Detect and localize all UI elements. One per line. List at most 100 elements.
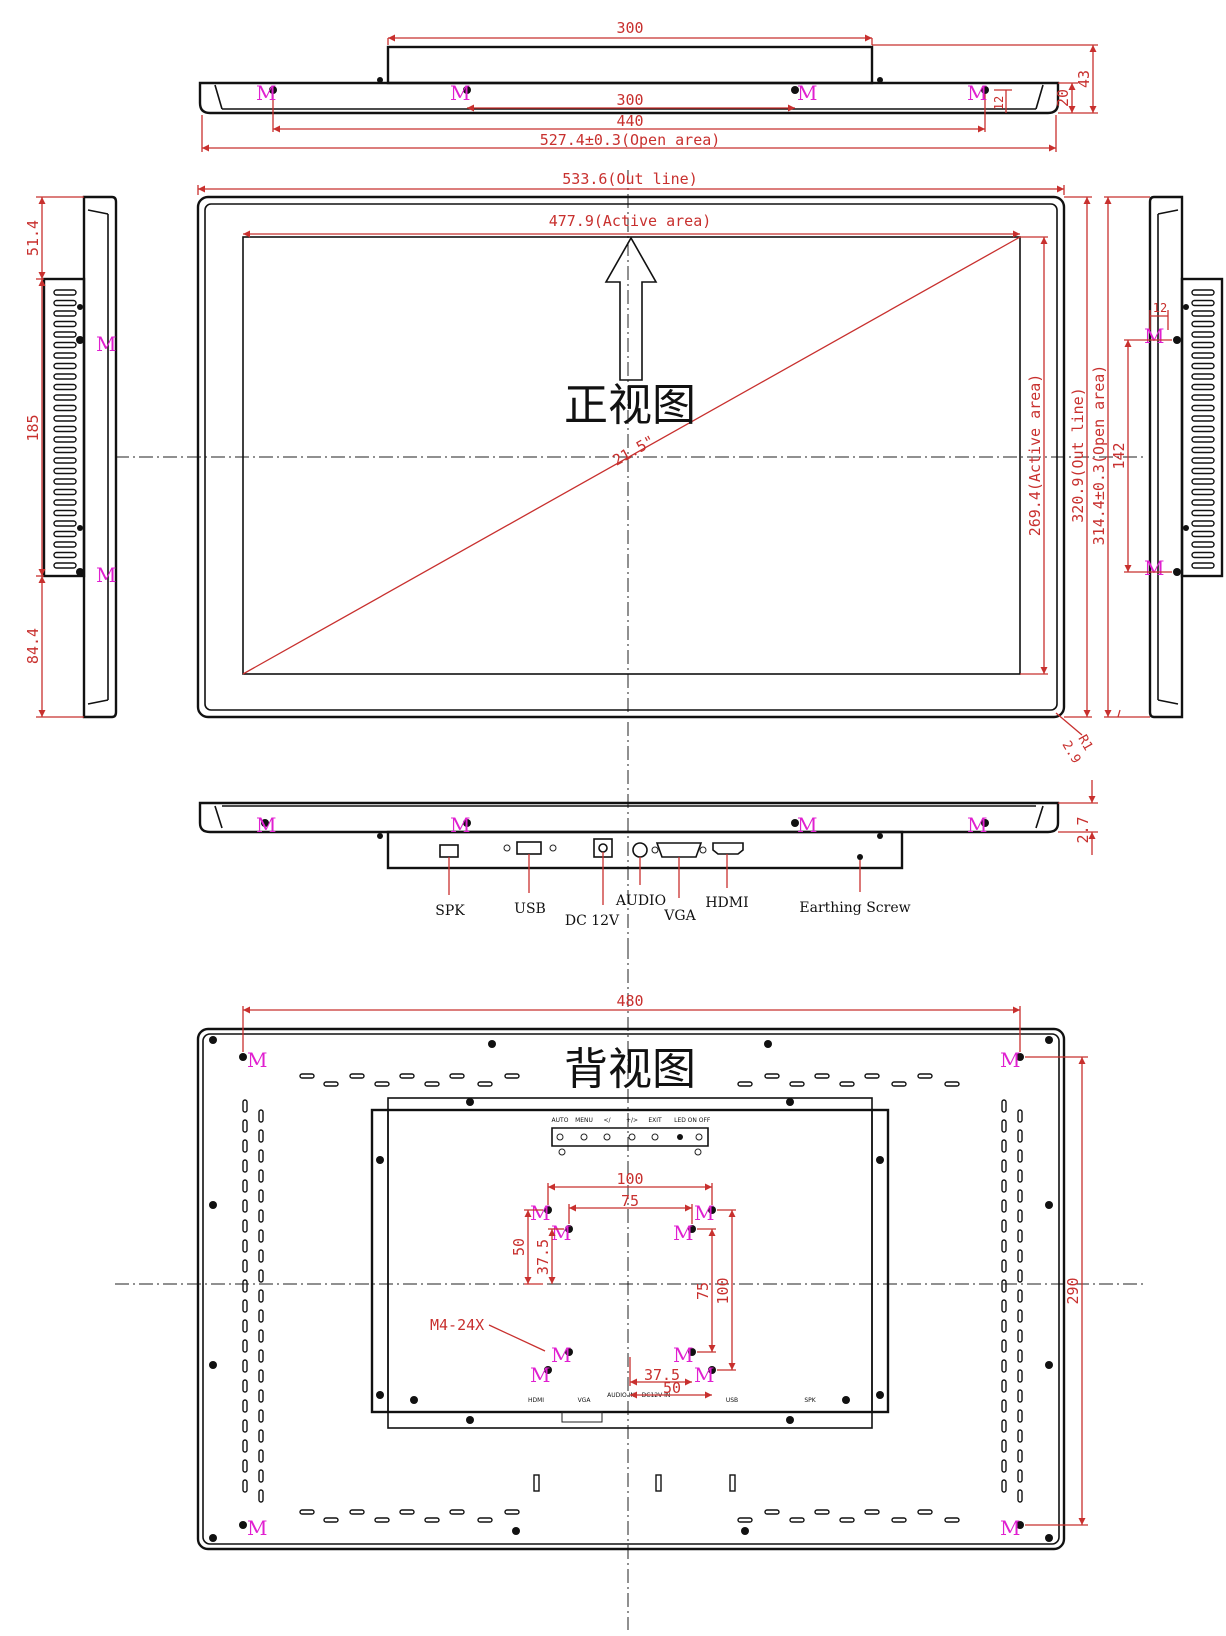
earthing-screw-icon	[857, 854, 863, 860]
top-housing-screw-right	[877, 77, 883, 83]
back-vent-slot	[737, 1517, 753, 1523]
back-vent-slot	[1001, 1179, 1007, 1193]
dim-left-middle: 185	[24, 414, 42, 441]
control-button-icon	[651, 1133, 659, 1141]
back-vent-slot	[1017, 1289, 1023, 1303]
vesa-75-screw-bl	[565, 1348, 573, 1356]
vent-slot	[53, 394, 77, 401]
back-vent-slot	[864, 1509, 880, 1515]
dim-vesa-75-h: 75	[694, 1282, 712, 1300]
back-outline	[196, 1027, 1066, 1551]
vent-slot	[1191, 373, 1215, 380]
back-vent-slot	[1001, 1419, 1007, 1433]
vent-slot	[53, 383, 77, 391]
dim-vesa-50-h: 50	[510, 1238, 528, 1256]
back-vent-slot	[839, 1517, 855, 1523]
vent-slot	[53, 352, 77, 359]
back-vent-slot	[1001, 1439, 1007, 1453]
back-vent-slot	[242, 1339, 248, 1353]
vent-slot	[1191, 478, 1215, 485]
right-side-back-housing	[1180, 277, 1224, 578]
vesa-100-screw-tr	[708, 1206, 716, 1214]
back-slots	[242, 1073, 1023, 1523]
back-vent-slot	[242, 1219, 248, 1233]
back-vent-slot	[1017, 1209, 1023, 1223]
back-vent-slot	[944, 1517, 960, 1523]
back-vent-slot	[1017, 1469, 1023, 1483]
port-label-hdmi: HDMI	[705, 895, 748, 911]
bottom-screw-1	[261, 819, 269, 827]
right-edge-line-top	[1157, 209, 1179, 215]
back-vent-slot	[258, 1149, 264, 1163]
back-vent-slot	[242, 1279, 248, 1293]
left-side-view: M M 51.4 185 84.4	[24, 195, 118, 719]
back-vent-slot	[1017, 1389, 1023, 1403]
back-port-hdmi: HDMI	[528, 1397, 544, 1404]
button-label-exit: EXIT	[648, 1117, 662, 1124]
corner-screw-tr	[1016, 1053, 1024, 1061]
right-screw-top	[1173, 336, 1181, 344]
vent-slot	[53, 478, 77, 485]
back-screw-hole	[209, 1534, 217, 1542]
dim-bottom-50: 50	[663, 1379, 681, 1397]
back-vent-slot	[258, 1429, 264, 1443]
top-bezel	[198, 81, 1060, 115]
back-vent-slot	[1017, 1149, 1023, 1163]
button-label-led: LED	[674, 1117, 686, 1124]
m-marker: M	[967, 81, 987, 105]
control-button-strip	[551, 1127, 709, 1147]
back-vent-slot	[1017, 1329, 1023, 1343]
back-vent-slot	[299, 1073, 315, 1079]
strip-screw-right-icon	[694, 1148, 702, 1156]
top-bezel-edge-left	[214, 84, 223, 110]
vent-slot	[53, 331, 77, 338]
control-button-icon	[695, 1133, 703, 1141]
left-screw-top	[76, 336, 84, 344]
m-marker: M	[551, 1221, 571, 1245]
back-screw-hole	[488, 1040, 496, 1048]
corner-screw-tl	[239, 1053, 247, 1061]
m-marker: M	[1000, 1048, 1020, 1072]
dim-mount: 440	[616, 112, 643, 130]
port-label-usb: USB	[514, 901, 546, 917]
back-vent-slot	[1001, 1379, 1007, 1393]
vent-slot	[53, 425, 77, 433]
back-vent-slot	[258, 1489, 264, 1503]
vesa-75-screw-tl	[565, 1225, 573, 1233]
vent-slot	[1191, 362, 1215, 370]
back-screw-hole	[209, 1361, 217, 1369]
vent-slot	[53, 373, 77, 380]
strip-screw-left-icon	[558, 1148, 566, 1156]
dim-bottom-37-5: 37.5	[644, 1366, 680, 1384]
back-screw-hole	[842, 1396, 850, 1404]
vent-slot	[1191, 299, 1215, 307]
back-vent-slot	[1001, 1139, 1007, 1153]
back-vent-slot	[424, 1517, 440, 1523]
bottom-bezel-edge-right	[1035, 805, 1044, 829]
back-vent-slot	[477, 1517, 493, 1523]
back-vent-slot	[789, 1517, 805, 1523]
back-vent-slot	[258, 1109, 264, 1123]
back-vent-slot	[399, 1509, 415, 1515]
back-screw-hole	[741, 1527, 749, 1535]
vent-slot	[53, 299, 77, 307]
button-label-menu: MENU	[575, 1117, 593, 1124]
port-label-spk: SPK	[435, 903, 465, 919]
m-marker: M	[797, 81, 817, 105]
back-screw-hole	[764, 1040, 772, 1048]
vent-slot	[53, 289, 77, 296]
back-vent-slot	[258, 1209, 264, 1223]
back-vent-slot	[242, 1099, 248, 1113]
dim-vesa-100-w: 100	[616, 1170, 643, 1188]
back-vent-slot	[258, 1369, 264, 1383]
back-vent-slot	[839, 1081, 855, 1087]
back-vga-connector	[561, 1411, 603, 1423]
port-label-vga: VGA	[663, 908, 696, 924]
back-vent-slot	[1001, 1359, 1007, 1373]
vent-slot	[53, 520, 77, 527]
dim-outline-width: 533.6(Out line)	[562, 170, 697, 188]
back-screw-hole	[876, 1391, 884, 1399]
back-vent-slot	[242, 1199, 248, 1213]
dim-open-area: 527.4±0.3(Open area)	[540, 131, 721, 149]
back-vent-slot	[258, 1309, 264, 1323]
